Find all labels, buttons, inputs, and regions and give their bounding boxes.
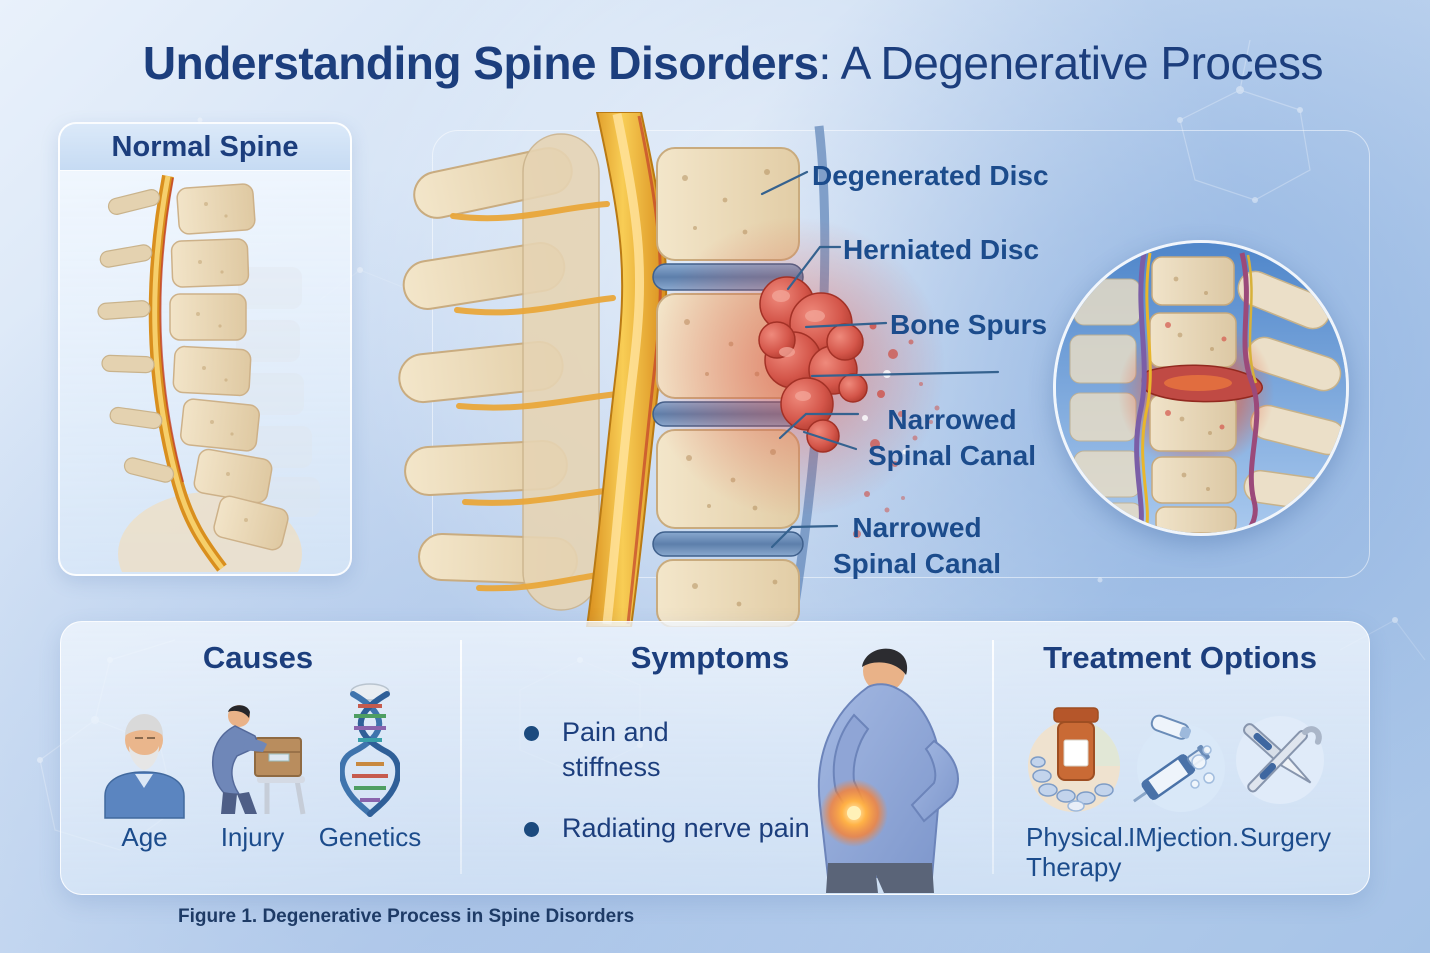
cause-age-label: Age <box>121 822 168 852</box>
label-degenerated-disc: Degenerated Disc <box>812 160 1049 191</box>
cause-injury-label: Injury <box>220 822 285 852</box>
label-bone-spurs: Bone Spurs <box>890 309 1048 340</box>
man-with-back-pain-illustration <box>762 645 972 893</box>
surgical-tools-icon <box>1228 694 1328 814</box>
pill-bottle-icon <box>1024 698 1124 820</box>
syringe-icon <box>1133 700 1225 818</box>
normal-spine-illustration <box>97 174 320 572</box>
cause-genetics-label: Genetics <box>318 822 422 852</box>
treatment-title: Treatment Options <box>1043 640 1317 675</box>
treatment-surgery-label: Surgery <box>1239 822 1332 852</box>
symptom-item-pain-stiffness: Pain and stiffness <box>520 715 820 785</box>
treatment-physical-therapy-label: Physical. Therapy <box>1026 822 1131 882</box>
normal-spine-panel: Normal Spine <box>58 122 352 576</box>
inflamed-spine-inset <box>1053 240 1349 536</box>
page-title: Understanding Spine Disorders: A Degener… <box>0 36 1430 90</box>
symptoms-bullet-list: Pain and stiffness Radiating nerve pain <box>520 715 820 872</box>
lifting-box-icon <box>205 702 310 820</box>
figure-caption: Figure 1. Degenerative Process in Spine … <box>178 906 635 927</box>
label-narrowed-spinal-canal-1: Narrowed Spinal Canal <box>867 404 1037 471</box>
elderly-man-icon <box>97 700 192 820</box>
page-title-rest: : A Degenerative Process <box>818 37 1324 89</box>
dna-icon <box>340 682 400 818</box>
causes-title: Causes <box>202 640 314 675</box>
page-title-bold: Understanding Spine Disorders <box>142 37 819 89</box>
label-narrowed-spinal-canal-2: Narrowed Spinal Canal <box>832 512 1002 579</box>
symptoms-title: Symptoms <box>630 640 790 675</box>
symptom-item-radiating-pain: Radiating nerve pain <box>520 811 820 846</box>
degenerated-spine-illustration <box>398 112 945 627</box>
treatment-injection-label: IMjection. <box>1128 822 1240 852</box>
normal-spine-panel-title: Normal Spine <box>60 124 350 171</box>
label-herniated-disc: Herniated Disc <box>843 234 1040 265</box>
